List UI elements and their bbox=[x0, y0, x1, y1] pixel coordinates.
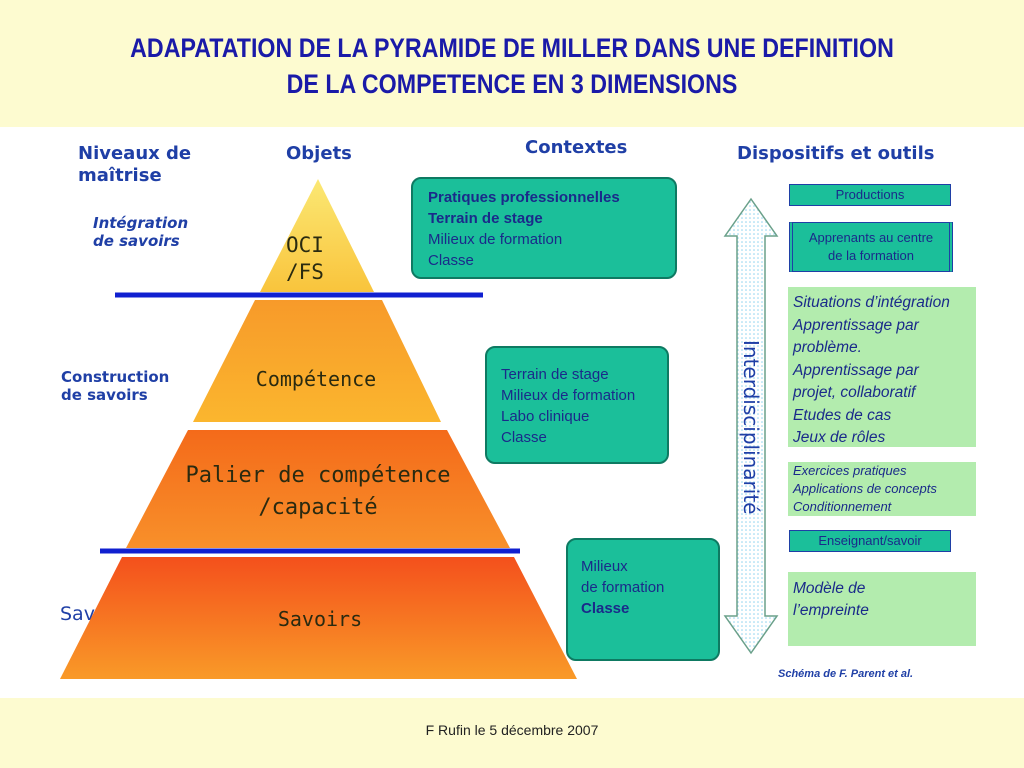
tool-situations-item: problème. bbox=[793, 339, 862, 356]
title-line-1: ADAPATATION DE LA PYRAMIDE DE MILLER DAN… bbox=[130, 33, 894, 63]
footer-text: F Rufin le 5 décembre 2007 bbox=[425, 722, 599, 738]
header-objets: Objets bbox=[286, 143, 352, 164]
pyramid-savoirs-tier bbox=[60, 557, 577, 679]
context3-item: de formation bbox=[581, 579, 665, 596]
tool-apprenants-l2: de la formation bbox=[828, 248, 914, 263]
schema-credit: Schéma de F. Parent et al. bbox=[778, 668, 914, 680]
context-box-3: Milieux de formation Classe bbox=[566, 538, 720, 661]
tool-situations-item: projet, collaboratif bbox=[793, 384, 916, 401]
pyramid-top-tier bbox=[260, 179, 374, 292]
context1-item: Pratiques professionnelles bbox=[428, 189, 620, 206]
pyramid-palier-l1: Palier de compétence bbox=[185, 463, 451, 488]
pyramid-palier-label: Palier de compétence /capacité bbox=[150, 460, 486, 524]
pyramid-competence-tier bbox=[193, 300, 441, 422]
tool-situations-item: Situations d’intégration bbox=[793, 294, 950, 311]
tool-modele-box: Modèle de l’empreinte bbox=[788, 572, 976, 646]
level-construction: Construction de savoirs bbox=[61, 368, 169, 404]
tool-enseignant: Enseignant/savoir bbox=[789, 530, 951, 552]
header-niveaux: Niveaux de maîtrise bbox=[78, 143, 191, 187]
header-contextes: Contextes bbox=[525, 137, 628, 158]
tool-exercices-item: Conditionnement bbox=[793, 499, 892, 514]
level-integration-l2: de savoirs bbox=[93, 232, 180, 250]
header-niveaux-l1: Niveaux de bbox=[78, 143, 192, 164]
level-construction-l2: de savoirs bbox=[61, 386, 148, 404]
tool-apprenants-l1: Apprenants au centre bbox=[808, 230, 934, 245]
pyramid-palier-tier bbox=[126, 430, 510, 548]
tool-situations-item: Jeux de rôles bbox=[793, 429, 886, 446]
tool-situations-item: Apprentissage par bbox=[793, 361, 919, 379]
level-integration: Intégration de savoirs bbox=[93, 214, 188, 250]
context2-item: Terrain de stage bbox=[501, 366, 609, 383]
context1-item: Classe bbox=[428, 252, 474, 269]
pyramid-top-l1: OCI bbox=[286, 233, 324, 257]
pyramid-top-l2: /FS bbox=[286, 260, 324, 284]
tool-situations-box: Situations d’intégration Apprentissage p… bbox=[788, 287, 976, 447]
context-box-2: Terrain de stage Milieux de formation La… bbox=[485, 346, 669, 464]
context2-item: Milieux de formation bbox=[501, 387, 636, 404]
context1-item: Milieux de formation bbox=[428, 231, 563, 248]
slide-title: ADAPATATION DE LA PYRAMIDE DE MILLER DAN… bbox=[72, 30, 953, 102]
tool-modele-item: Modèle de bbox=[793, 580, 866, 597]
tool-productions: Productions bbox=[789, 184, 951, 206]
context2-item: Labo clinique bbox=[501, 408, 590, 425]
tool-situations-item: Apprentissage par bbox=[793, 316, 919, 334]
interdisciplinarite-label: Interdisciplinarité bbox=[739, 340, 763, 515]
context3-item: Classe bbox=[581, 600, 630, 617]
context2-item: Classe bbox=[501, 429, 547, 446]
header-dispositifs: Dispositifs et outils bbox=[737, 143, 935, 164]
pyramid-savoirs-label: Savoirs bbox=[277, 607, 363, 631]
tool-exercices-box: Exercices pratiques Applications de conc… bbox=[788, 462, 976, 516]
level-construction-l1: Construction bbox=[61, 368, 170, 386]
tool-exercices-item: Applications de concepts bbox=[793, 481, 937, 496]
pyramid-competence-label: Compétence bbox=[255, 367, 377, 391]
header-niveaux-l2: maîtrise bbox=[78, 165, 162, 186]
context3-item: Milieux bbox=[581, 558, 628, 575]
pyramid-palier-l2: /capacité bbox=[258, 495, 378, 520]
tool-exercices-item: Exercices pratiques bbox=[793, 463, 907, 478]
tool-situations-item: Etudes de cas bbox=[793, 406, 892, 424]
tool-apprenants: Apprenants au centre de la formation bbox=[789, 222, 953, 272]
tool-modele-item: l’empreinte bbox=[793, 602, 869, 619]
context-box-1: Pratiques professionnelles Terrain de st… bbox=[411, 177, 677, 279]
pyramid-top-label: OCI /FS bbox=[286, 232, 324, 286]
title-line-2: DE LA COMPETENCE EN 3 DIMENSIONS bbox=[286, 69, 738, 99]
context1-item: Terrain de stage bbox=[428, 210, 543, 227]
level-integration-l1: Intégration bbox=[93, 214, 189, 232]
interdisciplinarite-arrow bbox=[723, 197, 779, 655]
